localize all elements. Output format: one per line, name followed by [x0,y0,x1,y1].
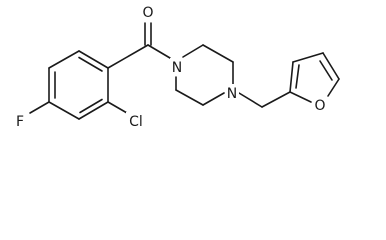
atom-label-furan-oxygen: O [314,98,325,114]
bond-ring-inner-1 [78,56,103,72]
bond-furan-c2-c3 [289,61,294,93]
bond-furan-o-c2 [289,91,312,103]
bond-methylene-to-furan [261,91,291,108]
bond-ring-inner-3 [79,98,103,114]
bond-ring-a1-a2 [78,50,109,69]
bond-furan-c4-c5-inner [319,60,333,81]
piperazine-ring [175,44,234,106]
bond-pip-n1-c2 [182,44,204,58]
atom-label-chlorine: Cl [129,114,143,130]
atom-label-fluorine: F [16,114,24,130]
bond-pip-n4-c5 [202,92,225,106]
bond-n-to-methylene [238,92,263,108]
bond-furan-c2-c3-inner [295,64,300,89]
bond-pip-c5-c6 [175,89,204,106]
atom-label-carbonyl-oxygen: O [142,5,153,21]
bond-ring-a2-a3 [48,50,80,69]
bond-chloro [107,101,128,114]
atom-label-amide-nitrogen: N [172,60,182,76]
bond-ring-a5-a6 [78,101,109,120]
bond-ring-a4-a5 [48,101,80,120]
furylmethyl-group [238,52,340,108]
bond-carbonyl-to-nitrogen [147,44,171,59]
substituent-bonds [29,22,171,114]
bond-pip-c2-c3 [202,44,234,63]
atom-label-amine-nitrogen: N [227,86,237,102]
bond-ring-to-carbonyl [107,44,149,69]
bond-furan-c4-c5 [322,52,340,80]
atom-labels: O F Cl N N O [14,3,327,130]
bond-furan-c5-o [327,78,340,97]
bond-fluoro [29,101,50,114]
benzene-ring [48,50,109,120]
chemical-structure-diagram: O F Cl N N O [14,3,340,130]
bond-furan-c3-c4 [292,52,324,63]
